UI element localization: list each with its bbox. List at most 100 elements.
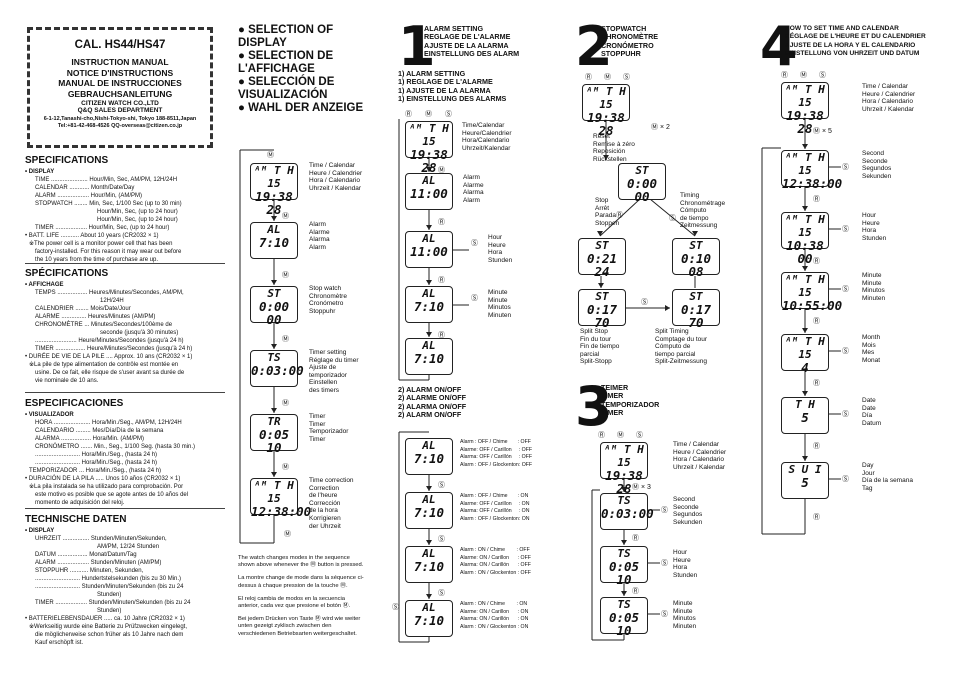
address: 6-1-12,Tanashi-cho,Nishi-Tokyo-shi, Toky…: [43, 116, 197, 122]
spec-line: UHRZEIT ................ Stunden/Minuten…: [35, 536, 167, 542]
label-line: Day: [862, 462, 874, 469]
r-button[interactable]: Ⓡ: [438, 332, 445, 339]
arrow-head: [271, 344, 277, 349]
r-button[interactable]: Ⓡ: [585, 74, 592, 81]
r-button[interactable]: Ⓡ: [632, 588, 639, 595]
s-button[interactable]: Ⓢ: [445, 111, 452, 118]
footer-line: dessus à chaque pression de la touche Ⓜ.: [238, 582, 348, 589]
m-button[interactable]: Ⓜ: [800, 72, 807, 79]
s-button[interactable]: Ⓢ: [819, 72, 826, 79]
s-button[interactable]: Ⓢ: [842, 476, 849, 483]
label-line: de l'heure: [309, 492, 338, 500]
r-button[interactable]: Ⓡ: [616, 212, 623, 219]
m-button[interactable]: Ⓜ: [617, 432, 624, 439]
s-button[interactable]: Ⓢ: [438, 482, 445, 489]
lcd-top-row: ᴬᴹ T H 15: [785, 273, 825, 299]
s-button[interactable]: Ⓢ: [623, 74, 630, 81]
s-button[interactable]: Ⓢ: [842, 411, 849, 418]
r-button[interactable]: Ⓡ: [438, 219, 445, 226]
arrow-head: [271, 216, 277, 221]
spec-line: usine. De ce fait, elle risque de s'user…: [35, 370, 185, 376]
m-button[interactable]: Ⓜ: [282, 272, 289, 279]
selection-title-line: ● SELECCIÓN DE: [238, 76, 335, 88]
label-line: Fin de tiempo: [580, 343, 620, 351]
r-button[interactable]: Ⓡ: [813, 318, 820, 325]
r-button[interactable]: Ⓡ: [438, 277, 445, 284]
label-line: Stop watch: [309, 285, 342, 292]
label-line: Split-Zeitmessung: [655, 358, 708, 366]
s-button[interactable]: Ⓢ: [842, 286, 849, 293]
m-button[interactable]: Ⓜ: [282, 213, 289, 220]
label-line: Alarme: [309, 228, 330, 236]
label-line: Monat: [862, 356, 881, 364]
lcd-top-row: S U I: [788, 463, 822, 476]
s-button[interactable]: Ⓢ: [471, 295, 478, 302]
r-button[interactable]: Ⓡ: [813, 380, 820, 387]
m-button[interactable]: Ⓜ: [267, 152, 274, 159]
label-line: Minutos: [488, 304, 511, 312]
s-button[interactable]: Ⓢ: [661, 507, 668, 514]
m-button[interactable]: Ⓜ: [282, 464, 289, 471]
m-button[interactable]: Ⓜ: [282, 400, 289, 407]
lcd-top-row: ᴬᴹ T H 15: [785, 213, 825, 239]
r-button[interactable]: Ⓡ: [813, 196, 820, 203]
r-button[interactable]: Ⓡ: [598, 432, 605, 439]
s-button[interactable]: Ⓢ: [842, 348, 849, 355]
s-button[interactable]: Ⓢ: [669, 215, 676, 222]
label-line: Sekunden: [862, 172, 892, 180]
lcd-bottom-row: 19:38 28: [786, 108, 824, 136]
label-line: Minutos: [673, 615, 696, 623]
m-button[interactable]: Ⓜ: [604, 74, 611, 81]
label-line: Alarme: [463, 181, 484, 189]
r-button[interactable]: Ⓡ: [813, 443, 820, 450]
s-button[interactable]: Ⓢ: [438, 590, 445, 597]
alarm-sub-line: 2) ALARMA ON/OFF: [398, 401, 467, 411]
label-line: Alarm : ON / Glockenton : OFF: [460, 569, 531, 576]
label-line: Reset: [593, 133, 610, 140]
m-times-three[interactable]: Ⓜ × 3: [632, 484, 651, 491]
s-button[interactable]: Ⓢ: [471, 240, 478, 247]
m-times-two[interactable]: Ⓜ × 2: [651, 124, 670, 131]
label-line: Seconde: [673, 503, 699, 511]
m-times-five[interactable]: Ⓜ × 5: [813, 128, 832, 135]
s-button[interactable]: Ⓢ: [661, 611, 668, 618]
lcd-bottom-row: 4: [801, 360, 809, 375]
s-button[interactable]: Ⓢ: [438, 536, 445, 543]
model-title: CAL. HS44/HS47: [74, 39, 166, 51]
s-button[interactable]: Ⓢ: [661, 560, 668, 567]
spec-es-title: ESPECIFICACIONES: [25, 398, 124, 409]
label-line: Split-Stopp: [580, 358, 612, 366]
label-line: Alarm : ON / Chime : ON: [460, 601, 528, 607]
s-button[interactable]: Ⓢ: [842, 164, 849, 171]
m-button[interactable]: Ⓜ: [438, 167, 445, 174]
r-button[interactable]: Ⓡ: [813, 258, 820, 265]
s-button[interactable]: Ⓢ: [392, 604, 399, 611]
m-button[interactable]: Ⓜ: [282, 336, 289, 343]
label-line: Arrêt: [595, 204, 610, 212]
r-button[interactable]: Ⓡ: [632, 535, 639, 542]
arrow-head: [802, 266, 808, 271]
s-button[interactable]: Ⓢ: [641, 299, 648, 306]
spec-en-title: SPECIFICATIONS: [25, 155, 109, 166]
lcd-top-row: ST: [595, 239, 609, 252]
r-button[interactable]: Ⓡ: [405, 111, 412, 118]
r-button[interactable]: Ⓡ: [781, 72, 788, 79]
alarm-sub-line: 1) EINSTELLUNG DES ALARMS: [398, 93, 507, 103]
m-button[interactable]: Ⓜ: [284, 531, 291, 538]
s-button[interactable]: Ⓢ: [636, 432, 643, 439]
lcd-top-row: AL: [267, 223, 281, 236]
s-button[interactable]: Ⓢ: [842, 226, 849, 233]
timeset-title-line: AJUSTE DE LA HORA Y EL CALENDARIO: [785, 41, 916, 49]
r-button[interactable]: Ⓡ: [813, 514, 820, 521]
lcd-bottom-row: 0:05 10: [608, 559, 640, 587]
label-line: Cronómetro: [309, 300, 344, 308]
lcd-top-row: ST: [689, 239, 703, 252]
spec-line: die möglicherweise schon früher als 10 J…: [35, 632, 184, 638]
m-button[interactable]: Ⓜ: [425, 111, 432, 118]
